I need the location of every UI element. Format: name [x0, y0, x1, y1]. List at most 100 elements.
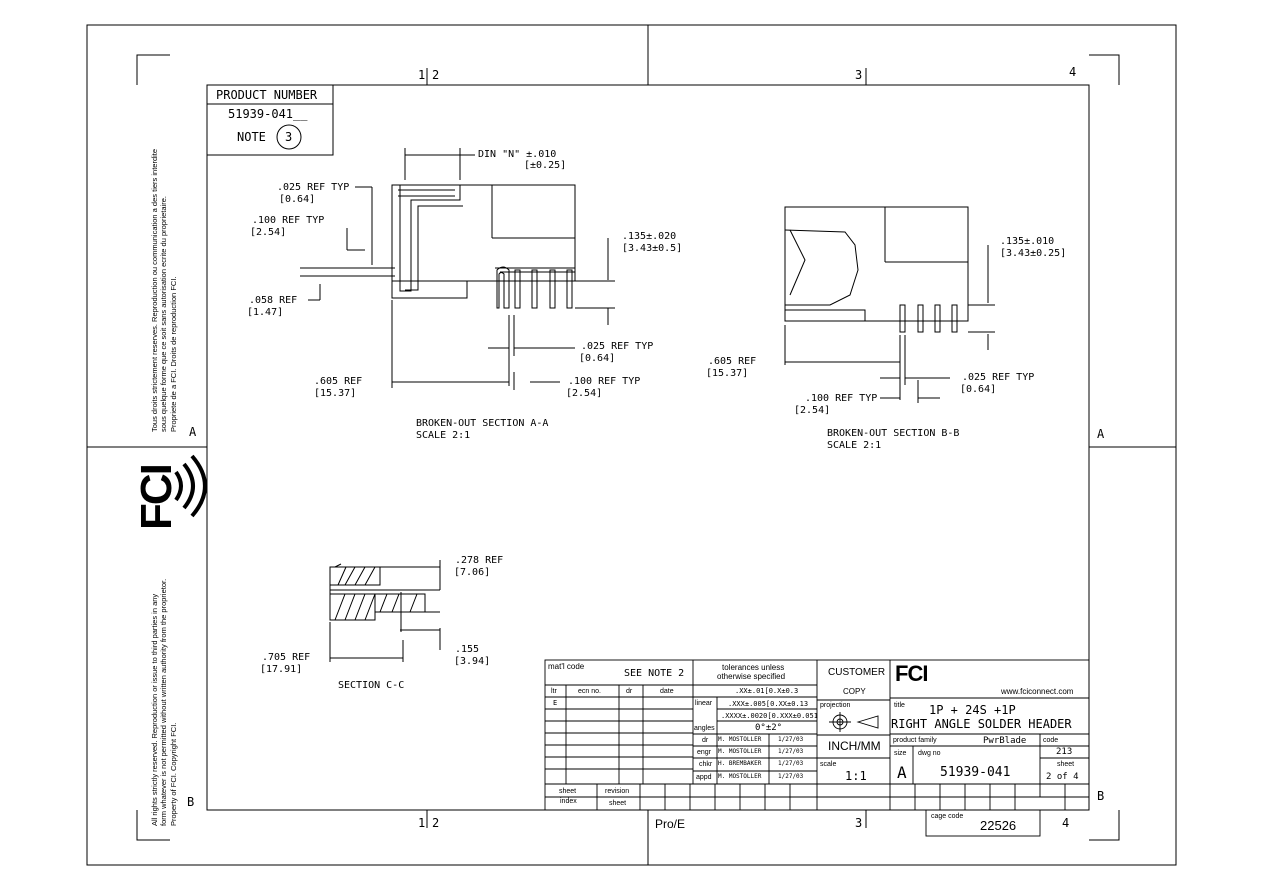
tol-linear-label: linear [695, 700, 713, 707]
approval-date: 1/27/03 [778, 748, 804, 755]
section-cc-geometry [329, 560, 441, 662]
sheet-index-label: index [560, 798, 577, 805]
approval-name: M. MOSTOLLER [718, 773, 762, 780]
approval-date: 1/27/03 [778, 760, 804, 767]
copy-label: COPY [843, 687, 866, 696]
size-value: A [897, 763, 907, 782]
dim-text: .100 REF TYP [252, 215, 325, 226]
product-family-label: product family [893, 737, 937, 744]
note-number: 3 [285, 130, 293, 144]
see-note: SEE NOTE 2 [624, 668, 685, 679]
cage-code-label: cage code [931, 813, 964, 820]
fci-signal-icon [174, 454, 207, 518]
approval-date: 1/27/03 [778, 773, 804, 780]
dim-text: [3.43±0.25] [1000, 248, 1067, 259]
rev-header-ecn: ecn no. [578, 688, 601, 695]
zone-number: 2 [432, 816, 440, 830]
dim-text: [3.43±0.5] [622, 243, 683, 254]
section-aa-title: BROKEN-OUT SECTION A-A [416, 418, 549, 429]
zone-letter: A [189, 425, 197, 439]
note-label: NOTE [237, 130, 266, 144]
tol-angles-value: 0°±2° [755, 723, 783, 733]
drawing-border [206, 84, 1090, 811]
cage-code-value: 22526 [980, 818, 1017, 833]
scale-label: scale [820, 761, 837, 768]
dim-text: .705 REF [262, 652, 311, 663]
product-family-value: PwrBlade [983, 736, 1027, 746]
rev-header-date: date [660, 688, 674, 695]
dim-text: [2.54] [794, 405, 831, 416]
scale-value: 1:1 [845, 769, 867, 783]
rev-row-ltr: E [553, 699, 558, 707]
approval-role: engr [697, 749, 712, 756]
dim-text: DIN "N" ±.010 [478, 149, 557, 160]
dim-text: [3.94] [454, 656, 491, 667]
dim-text: .058 REF [249, 295, 298, 306]
section-bb-scale: SCALE 2:1 [827, 440, 882, 451]
drawing-title-line1: 1P + 24S +1P [929, 703, 1016, 717]
tol-value: .XX±.01[0.X±0.3 [735, 687, 799, 695]
legal-line: sous quelque forme que ce soit sans auto… [159, 196, 169, 432]
approval-name: H. BREMBAKER [718, 760, 762, 767]
dim-text: [0.64] [279, 194, 316, 205]
section-cc-title: SECTION C-C [338, 680, 405, 691]
zone-number: 4 [1062, 816, 1070, 830]
legal-line: Property of FCI. Copyright FCI. [168, 722, 178, 826]
zone-number: 1 [418, 816, 426, 830]
dim-text: [15.37] [314, 388, 357, 399]
title-label: title [894, 702, 905, 709]
zone-number: 1 [418, 68, 426, 82]
legal-text-english: All rights strictly reserved. Reproducti… [150, 579, 178, 826]
sheet-small-label: sheet [609, 800, 627, 807]
fci-title-logo: FCI [895, 661, 928, 686]
dim-text: .135±.010 [1000, 236, 1055, 247]
dim-text: .155 [455, 644, 480, 655]
dim-text: [0.64] [579, 353, 616, 364]
legal-line: Tous droits strictement reserves. Reprod… [150, 148, 159, 432]
dwg-no-label: dwg no [918, 750, 941, 757]
code-label: code [1043, 737, 1059, 744]
zone-number: 3 [855, 816, 863, 830]
zone-letter: B [187, 795, 195, 809]
dim-text: .135±.020 [622, 231, 677, 242]
dim-text: [2.54] [250, 227, 287, 238]
dim-text: [±0.25] [524, 160, 567, 171]
approval-name: M. MOSTOLLER [718, 748, 762, 755]
dim-text: .025 REF TYP [581, 341, 654, 352]
matl-code-label: mat'l code [548, 662, 585, 671]
tol-value: .XXX±.005[0.XX±0.13 [728, 700, 809, 708]
dim-text: [2.54] [566, 388, 603, 399]
legal-line: form whatever is not permitted without w… [159, 578, 169, 826]
legal-line: All rights strictly reserved. Reproducti… [150, 593, 159, 826]
dim-text: [17.91] [260, 664, 303, 675]
sheet-index-label: sheet [559, 788, 577, 795]
section-aa-scale: SCALE 2:1 [416, 430, 471, 441]
approval-role: dr [702, 737, 709, 744]
section-aa-geometry [300, 148, 615, 390]
product-number-value: 51939-041__ [228, 107, 308, 121]
sheet-value: 2 of 4 [1046, 772, 1079, 782]
tol-angles-label: angles [694, 725, 715, 732]
dim-text: [15.37] [706, 368, 749, 379]
sheet-label: sheet [1057, 761, 1075, 768]
outer-border [86, 24, 1177, 866]
dwg-no-value: 51939-041 [940, 765, 1011, 780]
dim-text: .605 REF [314, 376, 363, 387]
dim-text: .100 REF TYP [805, 393, 878, 404]
tolerances-line1: tolerances unless [722, 663, 785, 672]
legal-line: Propriete de a FCI. Droits de reproducti… [168, 276, 178, 432]
revision-label: revision [605, 788, 630, 795]
zone-letter: B [1097, 789, 1105, 803]
zone-letter: A [1097, 427, 1105, 441]
dim-text: [7.06] [454, 567, 491, 578]
dim-text: .278 REF [455, 555, 504, 566]
dim-text: .025 REF TYP [277, 182, 350, 193]
approval-role: appd [696, 774, 712, 781]
zone-number: 4 [1069, 65, 1077, 79]
pro-e-label: Pro/E [655, 817, 686, 831]
legal-text-french: Tous droits strictement reserves. Reprod… [150, 149, 178, 432]
drawing-title-line2: RIGHT ANGLE SOLDER HEADER [891, 717, 1072, 731]
size-label: size [894, 750, 907, 757]
